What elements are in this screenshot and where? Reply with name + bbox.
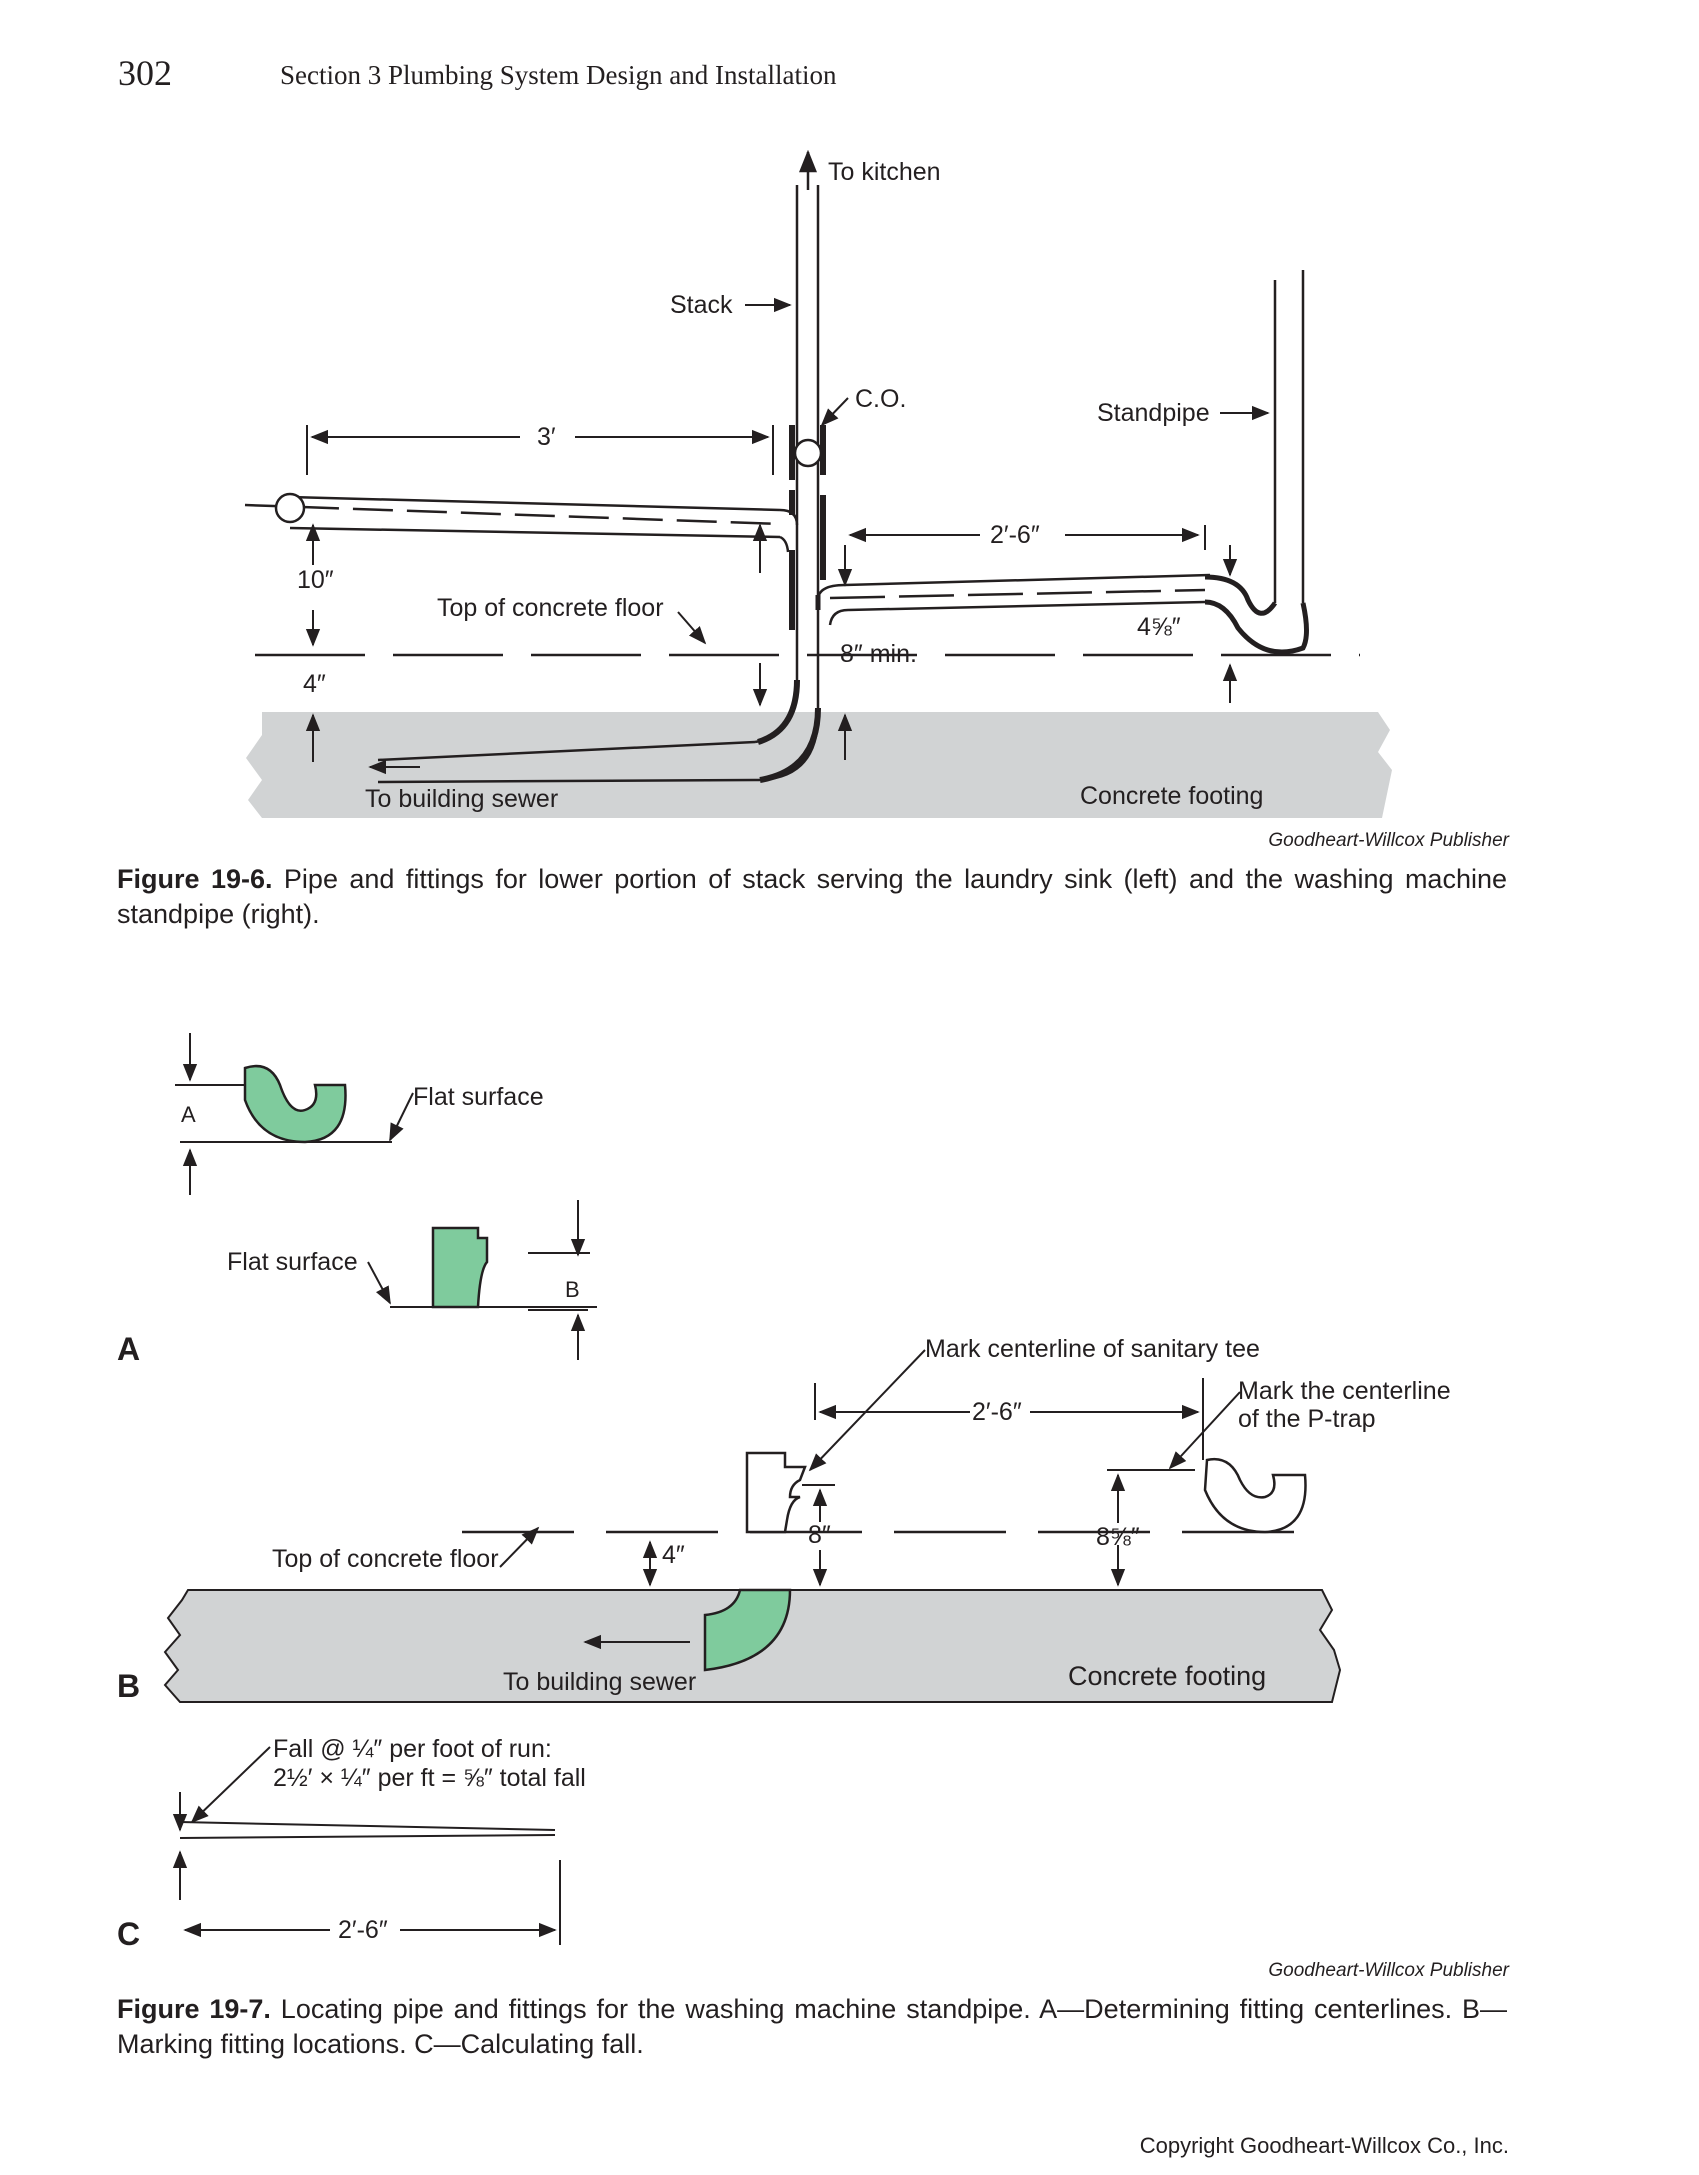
page-number: 302 <box>118 53 172 93</box>
section-title: Section 3 Plumbing System Design and Ins… <box>280 60 837 90</box>
stack-pipe <box>377 185 820 784</box>
sanitary-tee-fitting-green <box>431 1226 489 1309</box>
label-standpipe: Standpipe <box>1097 399 1210 427</box>
label-fall-2: 2½′ × ¼″ per ft = ⅝″ total fall <box>273 1764 586 1792</box>
label-to-sewer-b: To building sewer <box>503 1668 696 1696</box>
label-mark-trap-2: of the P-trap <box>1238 1405 1376 1433</box>
part-c <box>172 1746 561 1945</box>
figure-19-7-credit: Goodheart-Willcox Publisher <box>1268 1960 1509 1981</box>
figure-19-6-caption: Figure 19-6. Pipe and fittings for lower… <box>117 862 1507 932</box>
p-trap-outline <box>1203 1457 1307 1534</box>
figure-19-7-caption-label: Figure 19-7. <box>117 1994 271 2024</box>
label-stack: Stack <box>670 291 733 319</box>
letter-a: A <box>117 1331 140 1367</box>
dim-10in: 10″ <box>297 566 334 594</box>
letter-c: C <box>117 1916 140 1952</box>
p-trap-fitting-green <box>243 1064 347 1144</box>
part-a <box>175 1033 597 1360</box>
dim-2ft6: 2′-6″ <box>990 521 1040 549</box>
copyright-notice: Copyright Goodheart-Willcox Co., Inc. <box>1139 2133 1509 2158</box>
label-top-of-floor: Top of concrete floor <box>437 594 664 622</box>
sanitary-tee-outline <box>745 1451 807 1534</box>
label-flat-surface-1: Flat surface <box>413 1083 544 1111</box>
dim-8in-b: 8″ <box>808 1521 831 1549</box>
p-trap <box>1204 574 1309 655</box>
laundry-drain-pipe <box>244 495 799 553</box>
label-mark-tee: Mark centerline of sanitary tee <box>925 1335 1260 1363</box>
label-footing: Concrete footing <box>1080 782 1263 810</box>
dim-4-5-8: 4⅝″ <box>1137 613 1181 641</box>
letter-b: B <box>117 1668 140 1704</box>
cleanout-plug <box>793 438 823 468</box>
label-footing-b: Concrete footing <box>1068 1661 1266 1691</box>
figure-19-6-credit: Goodheart-Willcox Publisher <box>1268 830 1509 851</box>
dim-8-5-8-b: 8⅝″ <box>1096 1523 1140 1551</box>
elbow-fitting-green <box>703 1588 792 1672</box>
label-to-sewer: To building sewer <box>365 785 558 813</box>
dim-4in: 4″ <box>303 670 326 698</box>
label-top-of-floor-b: Top of concrete floor <box>272 1545 499 1573</box>
label-fall-1: Fall @ ¼″ per foot of run: <box>273 1735 552 1763</box>
label-cleanout: C.O. <box>855 385 906 413</box>
dim-a: A <box>181 1102 196 1127</box>
label-flat-surface-2: Flat surface <box>227 1248 358 1276</box>
dim-8in-min: 8″ min. <box>840 640 917 668</box>
figure-19-6-caption-text: Pipe and fittings for lower portion of s… <box>117 864 1507 929</box>
figure-19-7-caption-text: Locating pipe and fittings for the washi… <box>117 1994 1507 2059</box>
figure-19-7-caption: Figure 19-7. Locating pipe and fittings … <box>117 1992 1507 2062</box>
dim-2ft6-c: 2′-6″ <box>338 1916 388 1944</box>
dim-2ft6-b: 2′-6″ <box>972 1398 1022 1426</box>
dim-b: B <box>565 1277 580 1302</box>
running-header: 302 Section 3 Plumbing System Design and… <box>118 48 1518 108</box>
dim-4in-b: 4″ <box>662 1541 685 1569</box>
figure-19-7-diagram: A A Flat surface Flat surface B B Mark c… <box>117 1033 1451 1952</box>
dim-3ft: 3′ <box>537 423 556 451</box>
concrete-footing-slab <box>246 712 1392 818</box>
label-to-kitchen: To kitchen <box>828 158 941 186</box>
figure-19-6-diagram: To kitchen Stack C.O. Standpipe 3′ 2′-6″… <box>244 149 1392 818</box>
label-mark-trap-1: Mark the centerline <box>1238 1377 1451 1405</box>
laundry-pipe-end <box>274 492 306 524</box>
figure-19-6-caption-label: Figure 19-6. <box>117 864 273 894</box>
